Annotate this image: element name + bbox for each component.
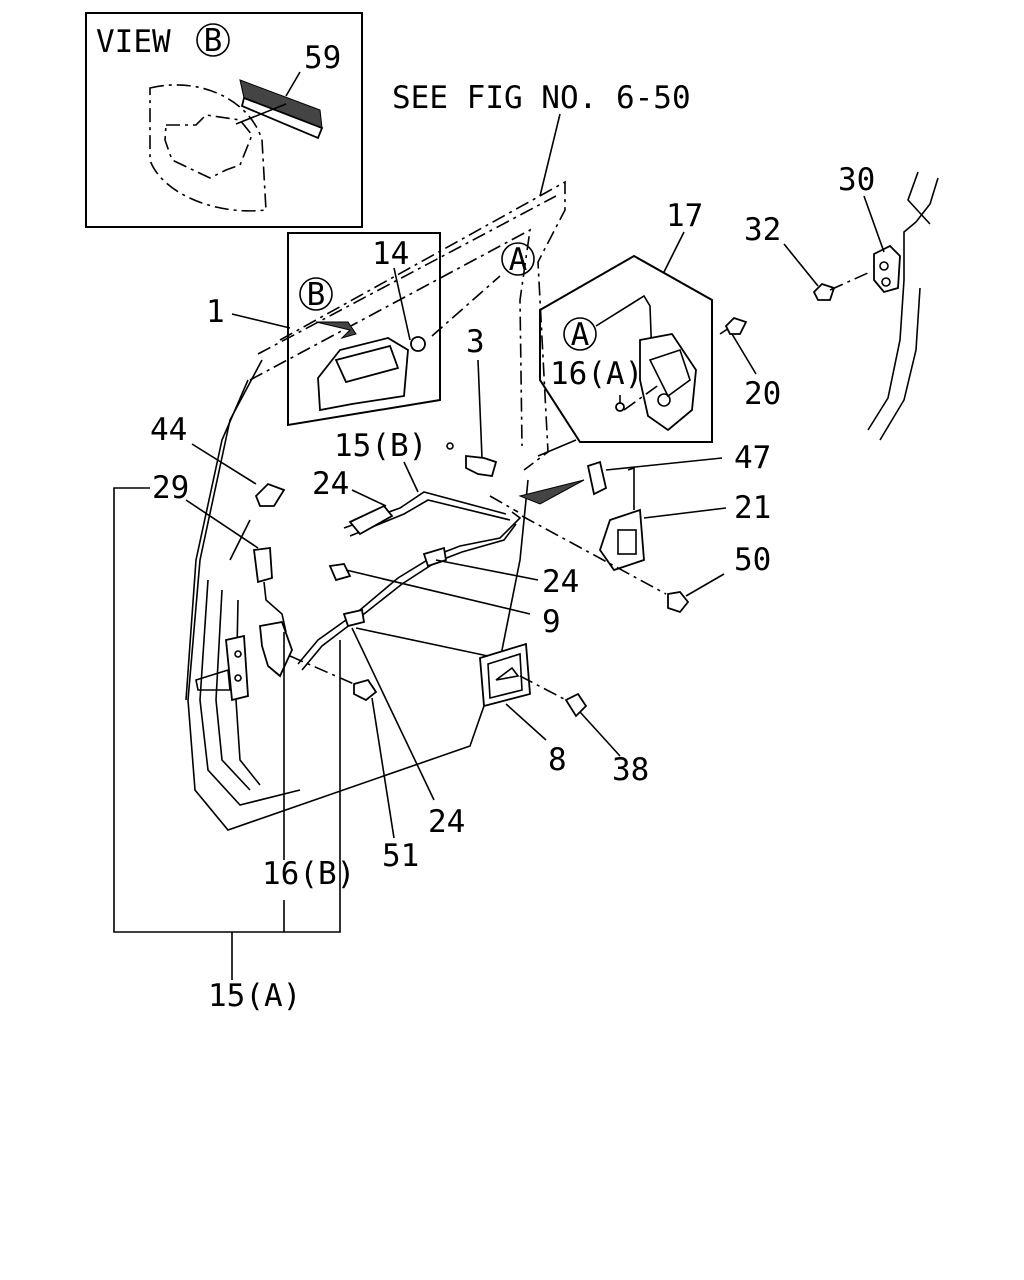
callout-24-top: 24	[312, 466, 349, 502]
screw-38	[564, 692, 588, 718]
callout-8: 8	[548, 742, 567, 778]
rod-clip-24-mid	[422, 546, 448, 568]
inner-handle: 8 38	[355, 627, 649, 788]
callout-3: 3	[466, 324, 485, 360]
handle-pin-14	[410, 336, 426, 352]
bezel-8	[479, 642, 531, 708]
callout-15b: 15(B)	[334, 428, 427, 464]
see-fig-note: SEE FIG NO. 6-50	[392, 80, 691, 116]
grommet-47	[586, 460, 608, 496]
callout-24-mid: 24	[542, 564, 579, 600]
bracket-15a: 15(A)	[113, 487, 341, 1014]
pad-part-59-side	[240, 96, 324, 140]
callout-38: 38	[612, 752, 649, 788]
callout-51: 51	[382, 838, 419, 874]
callout-1: 1	[206, 294, 225, 330]
rod-clip-24	[348, 504, 394, 536]
handle-recess-outline	[149, 84, 267, 212]
mark-b: B	[307, 277, 326, 313]
callout-17: 17	[666, 198, 703, 234]
callout-21: 21	[734, 490, 771, 526]
callout-47: 47	[734, 440, 771, 476]
callout-24-low: 24	[428, 804, 465, 840]
view-mark: B	[204, 23, 223, 59]
handle-inset: B 14 A	[287, 232, 535, 427]
callout-50: 50	[734, 542, 771, 578]
left-lock: 29 51 16(B)	[152, 470, 419, 892]
mark-a-top: A	[509, 242, 528, 278]
lock-21	[599, 508, 645, 572]
cable-assembly: 47 21 50	[489, 440, 771, 614]
recess-pocket	[164, 114, 253, 179]
callout-9: 9	[542, 604, 561, 640]
bolt-20	[724, 316, 748, 335]
latch-assembly: 17 A 16(A) 20	[537, 198, 781, 457]
callout-15a: 15(A)	[208, 978, 301, 1014]
callout-29: 29	[152, 470, 189, 506]
callout-20: 20	[744, 376, 781, 412]
callout-14: 14	[372, 236, 409, 272]
rod-assembly: 15(B) 24 24 24	[297, 428, 579, 840]
clip-9: 9	[328, 563, 561, 640]
callout-59: 59	[304, 40, 341, 76]
view-label: VIEW	[96, 24, 171, 60]
view-b-inset: VIEW B 59	[85, 12, 363, 228]
rod-clip-24-low	[342, 608, 366, 628]
view-b-arrow	[315, 321, 357, 340]
door-panel	[185, 180, 566, 831]
screw-32	[812, 282, 836, 301]
callout-30: 30	[838, 162, 875, 198]
callout-16a: 16(A)	[550, 356, 643, 392]
striker-area: 30 32	[744, 162, 939, 441]
callout-16b: 16(B)	[262, 856, 355, 892]
callout-32: 32	[744, 212, 781, 248]
screw-51	[353, 678, 378, 702]
mark-a-latch: A	[571, 317, 590, 353]
callout-44: 44	[150, 412, 187, 448]
grommet-44: 44	[150, 412, 286, 507]
bolt-50	[667, 591, 690, 614]
bolt-3: 3	[446, 324, 498, 478]
